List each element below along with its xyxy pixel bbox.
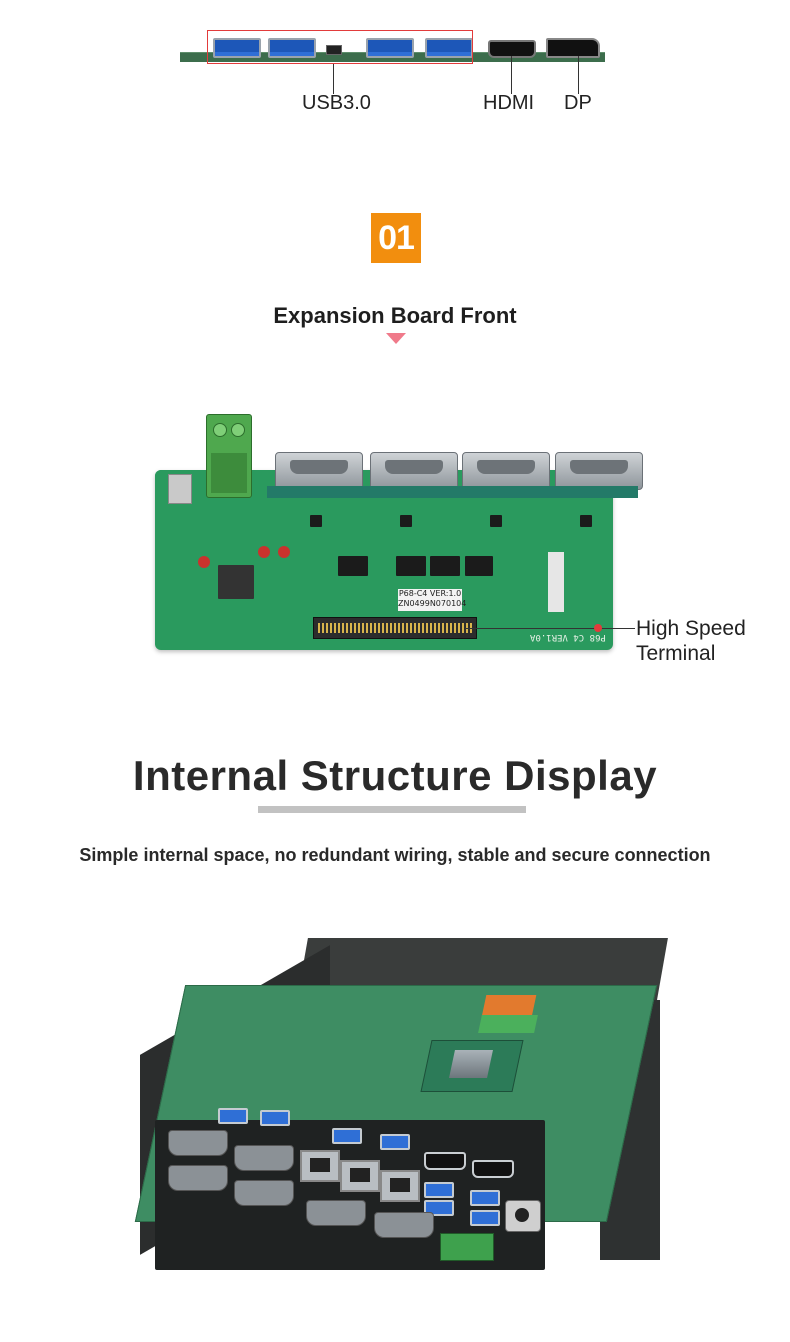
ethernet-port — [380, 1170, 420, 1202]
serial-mount-1 — [267, 486, 367, 498]
serial-port-com2 — [370, 452, 458, 490]
small-chip — [310, 515, 322, 527]
dp-label: DP — [564, 92, 592, 114]
usb3-port-3 — [366, 38, 414, 58]
section-number-badge: 01 — [371, 213, 421, 263]
device-usb-port — [260, 1110, 290, 1126]
inductor — [218, 565, 254, 599]
serial-mount-4 — [548, 486, 638, 498]
terminal-base — [478, 1015, 538, 1033]
device-usb-port — [332, 1128, 362, 1144]
hdmi-pointer-line — [511, 56, 512, 94]
serial-port-com4 — [555, 452, 643, 490]
serial-port-com3 — [462, 452, 550, 490]
device-hdmi-port — [424, 1152, 466, 1170]
device-serial-port — [234, 1145, 294, 1171]
device-usb-port — [218, 1108, 248, 1124]
board-silkscreen: P68 C4 VER1.0A — [530, 632, 606, 642]
hdmi-label: HDMI — [483, 92, 535, 114]
usb3-port-2 — [268, 38, 316, 58]
displayport-port — [546, 38, 600, 58]
callout-line — [465, 628, 635, 629]
down-triangle-icon — [386, 333, 406, 344]
small-chip — [400, 515, 412, 527]
callout-dot — [594, 624, 602, 632]
device-usb-port — [424, 1182, 454, 1198]
green-power-terminal — [206, 414, 252, 498]
dp-pointer-line — [578, 56, 579, 94]
high-speed-terminal-slot — [313, 617, 477, 639]
side-label-sticker — [548, 552, 564, 612]
device-serial-port — [168, 1165, 228, 1191]
hdmi-port — [488, 40, 536, 58]
serial-mount-2 — [362, 486, 462, 498]
device-usb-port — [470, 1190, 500, 1206]
capacitor — [198, 556, 210, 568]
device-serial-port — [168, 1130, 228, 1156]
device-serial-port — [306, 1200, 366, 1226]
internal-structure-subtitle: Simple internal space, no redundant wiri… — [79, 845, 711, 865]
board-usb-connector — [168, 474, 192, 504]
section-title: Expansion Board Front — [273, 303, 517, 328]
high-speed-terminal-callout: High Speed Terminal — [636, 616, 746, 666]
internal-structure-title: Internal Structure Display — [132, 752, 658, 799]
board-version-sticker: P68-C4 VER:1.0 ZN0499N070104 — [398, 589, 467, 611]
serial-mount-3 — [455, 486, 550, 498]
version-line-2: ZN0499N070104 — [398, 599, 467, 608]
mini-connector — [326, 45, 342, 55]
ic-chip — [430, 556, 460, 576]
dc-power-jack — [505, 1200, 541, 1232]
device-green-terminal — [440, 1233, 494, 1261]
device-serial-port — [234, 1180, 294, 1206]
callout-line-2: Terminal — [636, 642, 716, 665]
ethernet-port — [340, 1160, 380, 1192]
ic-chip — [338, 556, 368, 576]
serial-port-com1 — [275, 452, 363, 490]
version-line-1: P68-C4 VER:1.0 — [398, 589, 462, 598]
device-usb-port — [470, 1210, 500, 1226]
small-chip — [580, 515, 592, 527]
usb3-port-1 — [213, 38, 261, 58]
device-serial-port — [374, 1212, 434, 1238]
callout-line-1: High Speed — [636, 617, 746, 640]
title-underline — [258, 806, 526, 813]
device-usb-port — [380, 1134, 410, 1150]
usb-pointer-line — [333, 64, 334, 94]
usb-label: USB3.0 — [302, 92, 371, 114]
capacitor — [258, 546, 270, 558]
ic-chip — [396, 556, 426, 576]
ethernet-port — [300, 1150, 340, 1182]
ic-chip — [465, 556, 493, 576]
device-displayport — [472, 1160, 514, 1178]
cpu-die — [449, 1050, 493, 1078]
usb-highlight-box — [207, 30, 473, 64]
small-chip — [490, 515, 502, 527]
capacitor — [278, 546, 290, 558]
orange-terminal-block — [481, 995, 537, 1017]
